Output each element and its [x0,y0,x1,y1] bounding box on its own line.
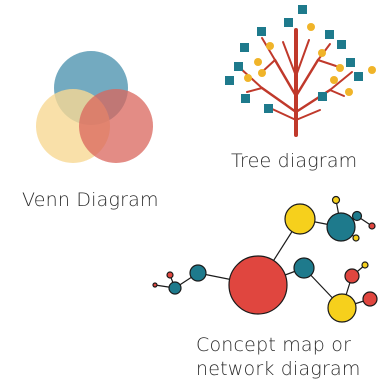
tree-branch [294,58,320,98]
tree-leaf-square [257,27,266,36]
tree-leaf-dot [318,49,326,57]
tree-leaf-dot [266,42,274,50]
concept-map-label-line2: network diagram [196,358,361,380]
tree-leaf-dot [345,88,353,96]
network-node [368,222,376,230]
concept-map-label: Concept map or network diagram [196,333,361,381]
tree-leaf-square [346,58,355,67]
network-node [344,268,360,284]
tree-leaf-dot [258,69,266,77]
tree-leaf-square [264,104,273,113]
network-node [352,234,360,242]
tree-leaf-dot [368,66,376,74]
network-node [331,195,341,205]
network-nodes [152,195,378,323]
tree-branch [295,39,310,77]
tree-diagram [239,28,353,137]
tree-branch [269,107,297,121]
network-node [326,212,356,242]
tree-leaf-square [240,43,249,52]
tree-leaf-square [298,5,307,14]
tree-branch [273,58,298,98]
tree-leaf-dot [336,64,344,72]
venn-diagram [36,51,153,163]
network-node [152,282,158,288]
network-node [362,291,378,307]
tree-branch [246,87,263,93]
tree-leaf-square [325,30,334,39]
network-node [284,203,316,235]
tree-leaf-dot [307,23,315,31]
network-node [189,264,207,282]
tree-leaf-dot [330,76,338,84]
network-node [361,261,369,269]
network-node [168,281,182,295]
tree-leaf-square [354,72,363,81]
network-node [351,210,363,222]
tree-branch [329,89,345,97]
tree-branch [317,59,337,67]
network-node [293,257,315,279]
tree-leaf-square [337,40,346,49]
network-node [327,293,357,323]
tree-leaf-square [234,62,243,71]
venn-circle-right [79,89,153,163]
network-node [166,271,174,279]
tree-diagram-label: Tree diagram [231,150,358,172]
tree-leaf-square [318,92,327,101]
tree-branch [295,109,321,121]
tree-leaf-square [225,76,234,85]
network-node-hub [228,255,288,315]
tree-leaves [225,5,376,113]
tree-leaf-square [241,94,250,103]
tree-leaf-square [284,18,293,27]
concept-map-label-line1: Concept map or [196,334,352,356]
tree-leaf-dot [254,58,262,66]
tree-leaf-dot [244,74,252,82]
tree-branch [329,71,353,91]
tree-branch [282,41,297,77]
venn-diagram-label: Venn Diagram [22,189,159,211]
tree-branch [260,86,298,114]
